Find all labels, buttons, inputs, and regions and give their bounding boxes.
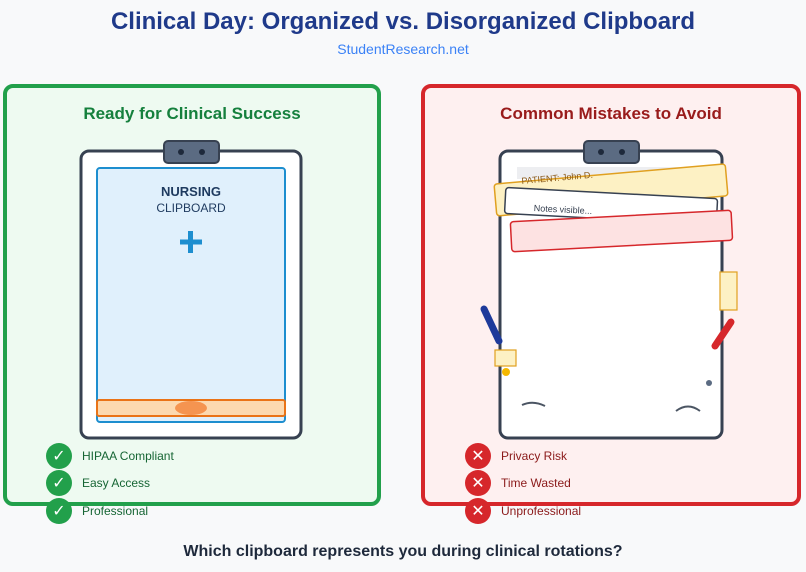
pen-icon bbox=[480, 305, 503, 345]
mistake-item: ✕ Time Wasted bbox=[465, 470, 571, 496]
check-item: ✓ Professional bbox=[46, 498, 149, 524]
mistake-item-label: Time Wasted bbox=[501, 476, 571, 490]
mistake-item-label: Privacy Risk bbox=[501, 449, 568, 463]
clip-icon bbox=[583, 140, 640, 164]
organized-panel-title: Ready for Clinical Success bbox=[83, 104, 301, 123]
checkmark-icon: ✓ bbox=[46, 443, 72, 469]
mistake-item: ✕ Unprofessional bbox=[465, 498, 582, 524]
sticky-note-icon bbox=[719, 271, 738, 311]
checkmark-icon: ✓ bbox=[46, 470, 72, 496]
disorganized-panel-title: Common Mistakes to Avoid bbox=[500, 104, 722, 123]
organized-clipboard bbox=[79, 140, 303, 440]
disorganized-clipboard bbox=[480, 140, 738, 440]
check-item-label: HIPAA Compliant bbox=[82, 449, 174, 463]
loose-paper-red bbox=[509, 209, 734, 253]
x-mark-icon: ✕ bbox=[465, 498, 491, 524]
check-item-label: Professional bbox=[82, 504, 149, 518]
source-label: StudentResearch.net bbox=[337, 41, 469, 57]
check-item: ✓ HIPAA Compliant bbox=[46, 443, 174, 469]
clip-icon bbox=[163, 140, 220, 164]
clipboard-subheading: CLIPBOARD bbox=[156, 201, 226, 215]
mistake-item-label: Unprofessional bbox=[501, 504, 582, 518]
clipboard-heading: NURSING bbox=[161, 184, 221, 199]
check-item-label: Easy Access bbox=[82, 476, 151, 490]
sticky-note-icon bbox=[494, 349, 517, 367]
closing-question: Which clipboard represents you during cl… bbox=[183, 543, 623, 560]
mistake-item: ✕ Privacy Risk bbox=[465, 443, 568, 469]
x-mark-icon: ✕ bbox=[465, 470, 491, 496]
checkmark-icon: ✓ bbox=[46, 498, 72, 524]
pen-icon bbox=[711, 318, 735, 350]
check-item: ✓ Easy Access bbox=[46, 470, 151, 496]
medical-cross-icon bbox=[180, 231, 202, 253]
x-mark-icon: ✕ bbox=[465, 443, 491, 469]
page-title: Clinical Day: Organized vs. Disorganized… bbox=[110, 8, 696, 35]
